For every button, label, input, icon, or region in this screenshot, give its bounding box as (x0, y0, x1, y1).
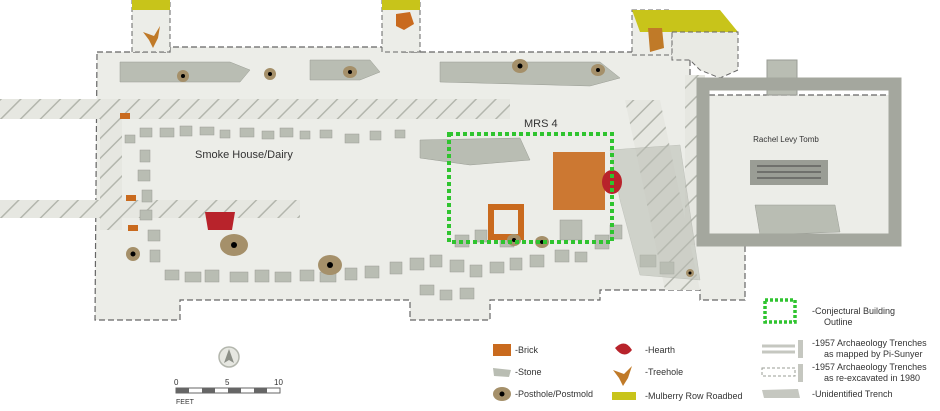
north-arrow-icon (218, 346, 240, 368)
legend-unidentified-swatch (762, 389, 800, 398)
extension-trenches (131, 0, 739, 79)
trench-band-left (100, 110, 122, 230)
legend-hearth-label: -Hearth (645, 345, 675, 355)
mrs-label: MRS 4 (524, 118, 558, 130)
smoke-house-label: Smoke House/Dairy (195, 149, 293, 161)
treeholes (143, 12, 664, 52)
stone-features (119, 59, 841, 301)
scale-unit: FEET (176, 399, 195, 406)
legend-posthole-label: -Posthole/Postmold (515, 389, 593, 399)
trench-band-upper (0, 99, 510, 119)
legend: -Brick -Stone -Posthole/Postmold -Hearth… (493, 298, 927, 401)
legend-treehole-swatch (613, 366, 632, 386)
legend-roadbed-swatch (612, 392, 636, 400)
conjectural-building-outline (447, 132, 614, 244)
legend-roadbed-label: -Mulberry Row Roadbed (645, 391, 743, 401)
legend-treehole-label: -Treehole (645, 367, 683, 377)
legend-trench-pisunyer-swatch (762, 340, 803, 358)
legend-brick-label: -Brick (515, 345, 538, 355)
legend-hearth-swatch (615, 343, 632, 355)
scale-tick-0: 0 (174, 378, 179, 387)
scale-tick-5: 5 (225, 378, 230, 387)
brick-platform (553, 152, 605, 210)
mulberry-roadbed (632, 10, 738, 32)
scale-tick-10: 10 (274, 378, 283, 387)
tomb-label: Rachel Levy Tomb (753, 135, 819, 144)
legend-stone-swatch (493, 368, 511, 377)
legend-conjectural-swatch (763, 298, 797, 324)
legend-unidentified-label: -Unidentified Trench (812, 389, 893, 399)
legend-trench-1980-swatch (761, 364, 803, 382)
hearth-feature-west (205, 212, 235, 230)
legend-brick-swatch (493, 344, 511, 356)
legend-stone-label: -Stone (515, 367, 542, 377)
brick-square (488, 204, 524, 240)
brick-features (120, 113, 605, 240)
scale-bar: 0 5 10 FEET (174, 378, 283, 406)
tomb-enclosure: Rachel Levy Tomb (696, 59, 902, 247)
